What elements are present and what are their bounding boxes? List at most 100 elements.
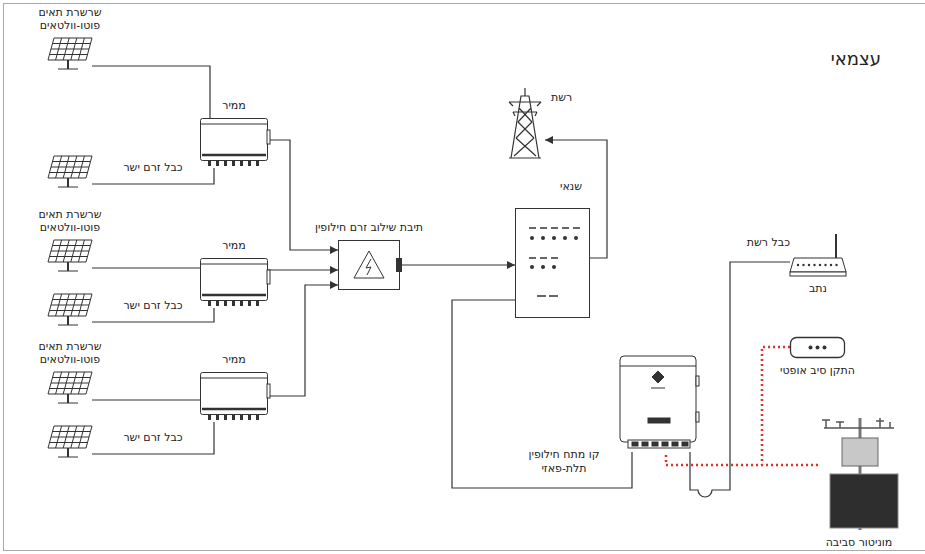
switch-dot (541, 265, 545, 269)
panel-grid (51, 251, 89, 252)
inverter-port (248, 161, 251, 166)
inverter-port (208, 301, 211, 306)
inverter-port (240, 161, 243, 166)
panel-grid (63, 372, 69, 394)
grid-tower: רשת (505, 88, 545, 158)
switch-mark (573, 227, 580, 229)
pv-panel (48, 426, 92, 448)
inverter-port (208, 161, 211, 166)
panel-grid (71, 426, 77, 448)
panel-grid (50, 172, 88, 173)
edge-label: כבל זרם ישר (121, 431, 184, 445)
inverter-band (202, 294, 266, 297)
data-logger (620, 356, 699, 448)
panel-grid (51, 437, 89, 438)
panel-grid (78, 294, 84, 316)
panel-grid (56, 240, 62, 262)
router-led (819, 264, 821, 266)
panel-grid (51, 49, 89, 50)
panel-grid (78, 240, 84, 262)
pv-array-icon (48, 372, 92, 460)
switch-mark (551, 227, 558, 229)
drawing-part (200, 259, 270, 307)
panel-grid (71, 372, 77, 394)
drawing-part (48, 38, 92, 187)
switch-dot (541, 236, 545, 240)
node-label: רשת (551, 91, 572, 105)
panel-base (58, 69, 78, 70)
switch-mark (540, 227, 547, 229)
panel-grid (63, 294, 69, 316)
panel-base (58, 271, 78, 272)
inverter-port (216, 415, 219, 420)
frame (4, 4, 925, 551)
pv-panel (48, 240, 92, 262)
inverter: ממיר (200, 118, 268, 168)
terminal-row (632, 442, 688, 446)
inverter-case (201, 259, 268, 301)
fiber-wire (666, 452, 818, 465)
logger-tab (696, 412, 699, 422)
inverter-port (256, 161, 259, 166)
panel-grid (51, 383, 89, 384)
inverter-port (232, 301, 235, 306)
terminal (672, 442, 678, 446)
logger-led (648, 418, 670, 423)
inverter-port (216, 161, 219, 166)
fiber-device-icon (790, 337, 845, 358)
drawing-part (339, 241, 403, 290)
wire-label: קו מתח חילופין תלת-פאזי (514, 448, 614, 476)
inverter-band (202, 408, 266, 411)
panel-grid (63, 426, 69, 448)
panel-pole (67, 178, 69, 187)
panel-pole (67, 448, 69, 457)
panel-grid (50, 310, 88, 311)
drawing-part (200, 373, 270, 421)
inverter-tab (267, 270, 270, 284)
node-label: ממיר (222, 99, 246, 113)
sensor-box (842, 438, 878, 466)
switch-dot (530, 265, 534, 269)
pv-array-icon (48, 38, 92, 190)
panel-grid (50, 256, 88, 257)
inverter-band (200, 378, 268, 379)
connector (268, 285, 338, 396)
drawing-part (791, 338, 845, 358)
inverter-port (240, 415, 243, 420)
warning-triangle (354, 251, 384, 278)
panel-base (58, 403, 78, 404)
connector (400, 264, 515, 265)
switch-mark (529, 227, 536, 229)
switch-mark (549, 295, 558, 297)
router-led (813, 264, 815, 266)
node-label: שרשרת תאים פוטו-וולטאים (20, 340, 120, 368)
inverter-icon (200, 258, 268, 308)
pv-array: שרשרת תאים פוטו-וולטאים (48, 372, 92, 460)
solar-panel (830, 474, 898, 528)
panel-grid (71, 156, 77, 178)
panel-grid (56, 372, 62, 394)
pv-panel (48, 294, 92, 316)
router-led (808, 264, 810, 266)
logger-band (620, 366, 696, 367)
panel-grid (56, 426, 62, 448)
panel-grid (56, 156, 62, 178)
panel-grid (50, 54, 88, 55)
environment-monitor-icon (818, 418, 900, 530)
title: עצמאי (831, 48, 881, 69)
switch-mark (551, 257, 558, 259)
switch-mark (540, 257, 547, 259)
logger-case (620, 356, 696, 442)
router-led (835, 264, 837, 266)
panel-grid (56, 38, 62, 60)
drawing-part (822, 418, 898, 530)
logger-tab (696, 376, 699, 386)
combiner-box-icon (338, 240, 400, 290)
panel-grid (51, 305, 89, 306)
grid-tower-icon (505, 88, 545, 158)
wire-label: כבל רשת (745, 236, 792, 250)
transformer-case (516, 209, 590, 318)
panel-grid (63, 156, 69, 178)
pv-panel (48, 372, 92, 394)
